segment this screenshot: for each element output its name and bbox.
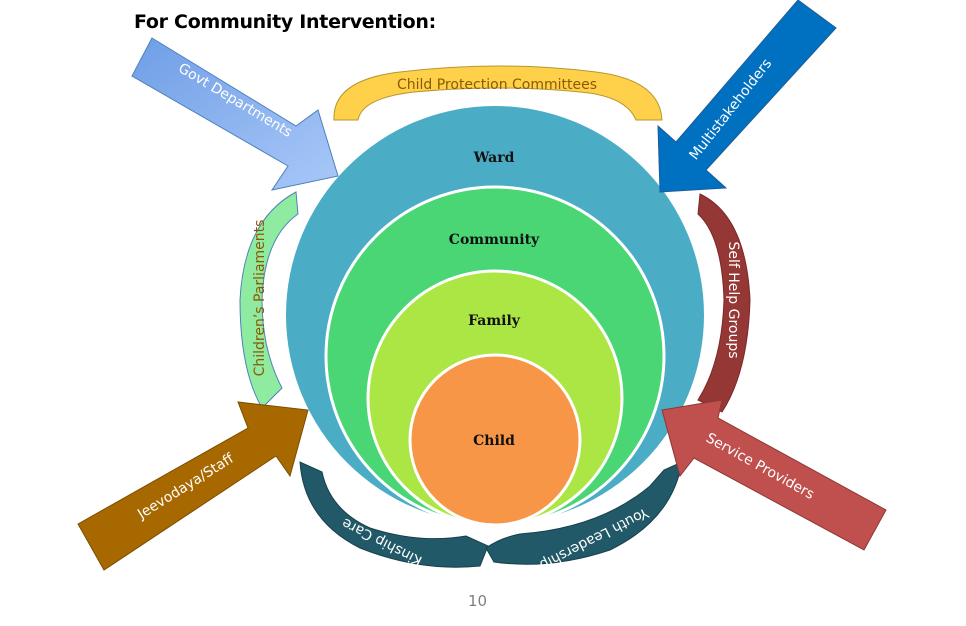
arrow-shape [657, 0, 837, 193]
arc-self-help-groups: Self Help Groups [697, 193, 751, 413]
concentric-rings: Ward Community Family Child [286, 106, 704, 527]
arc-shape [299, 461, 489, 568]
arc-child-protection-committees: Child Protection Committees [333, 65, 663, 121]
ring-label-child: Child [473, 433, 515, 449]
arrow-multistakeholders: Multistakeholders [657, 0, 837, 193]
page-number: 10 [468, 592, 488, 610]
ring-child [408, 353, 582, 527]
ring-label-ward: Ward [473, 150, 515, 166]
ring-label-family: Family [468, 313, 521, 329]
arc-shape [697, 193, 751, 413]
arrow-shape [661, 399, 887, 551]
arrow-shape [77, 401, 309, 571]
arc-label-self-help-groups: Self Help Groups [725, 241, 741, 358]
page-title: For Community Intervention: [134, 11, 436, 33]
arc-label-childrens-parliaments: Children’s Parliaments [252, 220, 268, 377]
arrow-shape [131, 37, 339, 191]
arrow-jeevodaya-staff: Jeevodaya/Staff [77, 401, 309, 571]
arc-label-child-protection-committees: Child Protection Committees [397, 77, 597, 93]
arrow-govt-departments: Govt Departments [131, 37, 339, 191]
arc-shape [333, 65, 663, 121]
arrow-service-providers: Service Providers [661, 399, 887, 551]
ring-label-community: Community [449, 232, 540, 248]
